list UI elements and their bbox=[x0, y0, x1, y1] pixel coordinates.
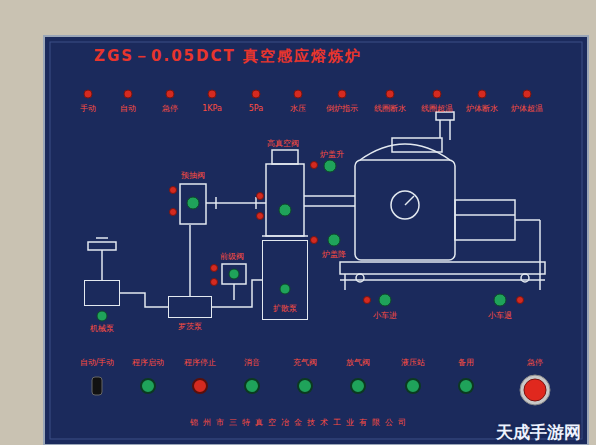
panel-label: 消音 bbox=[244, 358, 260, 368]
panel-label: 备用 bbox=[458, 358, 474, 368]
pump-box: 扩散泵 bbox=[262, 240, 308, 320]
panel-label: 水压 bbox=[290, 104, 306, 114]
panel-label: 1KPa bbox=[202, 104, 222, 114]
panel-label: 炉体断水 bbox=[466, 104, 498, 114]
panel-label: 预抽阀 bbox=[181, 171, 205, 181]
panel-label: 自动 bbox=[120, 104, 136, 114]
panel-label: 倒炉指示 bbox=[326, 104, 358, 114]
panel-label: 自动/手动 bbox=[80, 358, 115, 368]
maker-name: 锦州市三特真空冶金技术工业有限公司 bbox=[190, 418, 411, 428]
panel-label: 高真空阀 bbox=[267, 139, 299, 149]
panel-label: 急停 bbox=[162, 104, 178, 114]
panel-label: 炉体超温 bbox=[511, 104, 543, 114]
panel-label: 小车进 bbox=[373, 311, 397, 321]
panel-label: 前级阀 bbox=[220, 252, 244, 262]
panel-title: ZGS－0.05DCT 真空感应熔炼炉 bbox=[94, 47, 362, 66]
panel-label: 充气阀 bbox=[293, 358, 317, 368]
panel-label: 炉盖降 bbox=[322, 250, 346, 260]
panel-label: 手动 bbox=[80, 104, 96, 114]
panel-label: 炉盖升 bbox=[320, 150, 344, 160]
panel-label: 急停 bbox=[527, 358, 543, 368]
component-label: 罗茨泵 bbox=[178, 322, 202, 332]
panel-label: 放气阀 bbox=[346, 358, 370, 368]
component-label: 机械泵 bbox=[90, 324, 114, 334]
panel-label: 线圈超温 bbox=[421, 104, 453, 114]
panel-label: 小车退 bbox=[488, 311, 512, 321]
pump-box: 罗茨泵 bbox=[168, 296, 212, 318]
panel-label: 液压站 bbox=[401, 358, 425, 368]
panel-label: 5Pa bbox=[249, 104, 263, 114]
watermark: 天成手游网 bbox=[496, 422, 581, 442]
pump-box: 机械泵 bbox=[84, 280, 120, 306]
component-label: 扩散泵 bbox=[273, 304, 297, 314]
panel-label: 程序停止 bbox=[184, 358, 216, 368]
vacuum-pipe bbox=[120, 293, 168, 307]
vacuum-pipe bbox=[212, 280, 262, 307]
panel-label: 线圈断水 bbox=[374, 104, 406, 114]
panel-label: 程序启动 bbox=[132, 358, 164, 368]
